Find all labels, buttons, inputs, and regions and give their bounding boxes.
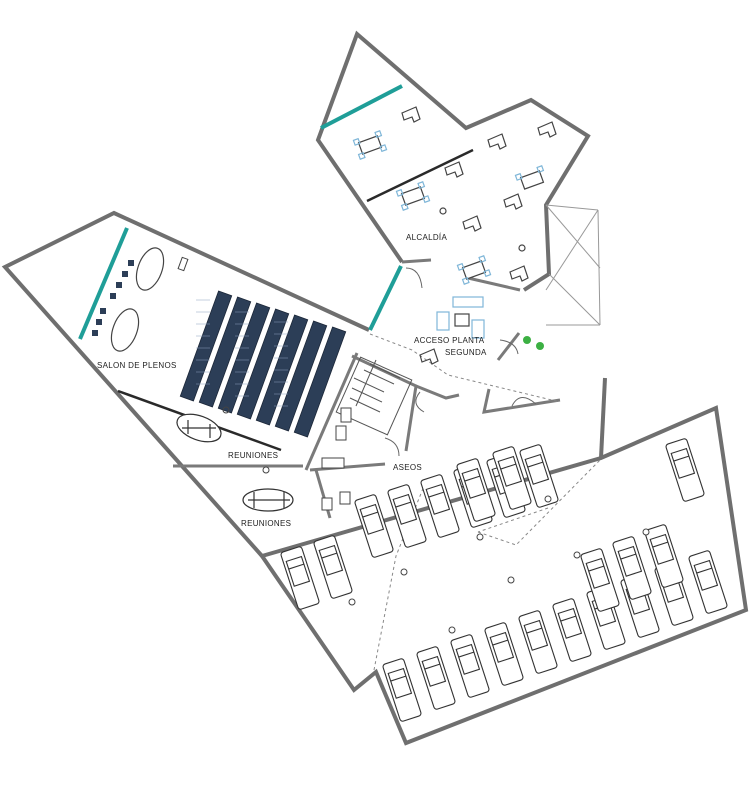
plenos-side-chairs <box>92 260 134 336</box>
plenos-tables <box>110 247 165 352</box>
core-wall-4 <box>482 388 561 414</box>
aseos-wall-2 <box>314 469 332 519</box>
parked-car <box>484 622 524 686</box>
parked-car <box>492 446 532 510</box>
aseos-wall <box>309 462 386 472</box>
parking-outer-wall <box>258 405 749 746</box>
parked-car <box>354 494 394 558</box>
exterior-walls <box>1 30 749 746</box>
parked-car <box>518 610 558 674</box>
seat-dividers <box>196 299 288 407</box>
aseos-fixtures <box>321 407 352 511</box>
alcaldia-partition <box>366 148 474 203</box>
label-aseos: ASEOS <box>393 463 422 472</box>
salon-seating-rows <box>179 290 347 438</box>
parked-car <box>665 438 705 502</box>
circulation-paths <box>369 333 601 671</box>
alcaldia-inner-wall-2 <box>467 276 521 292</box>
parked-car <box>416 646 456 710</box>
parking-cars <box>280 438 728 722</box>
door-stair <box>415 391 425 413</box>
glazing-acceso <box>368 265 403 331</box>
glazing-alcaldia <box>320 84 403 130</box>
parked-car <box>313 535 353 599</box>
label-acceso-segunda: SEGUNDA <box>445 348 487 357</box>
doors <box>384 267 537 457</box>
parking-pillars <box>348 495 650 634</box>
desk <box>503 193 523 210</box>
atrium-void <box>545 204 601 326</box>
core-wall-3 <box>415 384 460 400</box>
glazing-salon <box>78 227 129 340</box>
parked-car <box>450 634 490 698</box>
east-facade-wall <box>599 377 607 459</box>
alcaldia-inner-wall <box>401 258 432 264</box>
parked-car <box>644 524 684 588</box>
door-alcaldia <box>405 267 423 289</box>
alcaldia-outer-wall <box>315 30 591 292</box>
door-aseos <box>384 437 400 457</box>
label-salon-de-plenos: SALON DE PLENOS <box>97 361 177 370</box>
salon-outer-wall <box>1 210 370 558</box>
desk <box>537 121 557 138</box>
door-south <box>511 397 537 407</box>
parked-car <box>420 474 460 538</box>
alcaldia-furniture <box>352 106 557 285</box>
meeting-table <box>456 255 492 285</box>
meeting-table <box>352 130 388 160</box>
desk <box>462 215 482 232</box>
parked-car <box>280 546 320 610</box>
meeting-table <box>514 165 545 190</box>
parked-car <box>612 536 652 600</box>
parked-car <box>688 550 728 614</box>
glazing <box>78 84 403 340</box>
parked-car <box>387 484 427 548</box>
desk <box>487 133 507 150</box>
door-east <box>499 339 519 355</box>
reception-desk <box>419 348 439 365</box>
label-alcaldia: ALCALDÍA <box>406 233 447 242</box>
parked-car <box>552 598 592 662</box>
staircase <box>335 356 413 436</box>
core-wall-1 <box>304 352 359 471</box>
plants <box>523 336 544 350</box>
parked-car <box>580 548 620 612</box>
label-acceso-planta: ACCESO PLANTA <box>414 336 485 345</box>
label-reuniones-upper: REUNIONES <box>228 451 278 460</box>
desk <box>444 161 464 178</box>
parked-car <box>519 444 559 508</box>
desk <box>509 265 529 282</box>
meeting-table <box>395 181 431 211</box>
core-wall-5 <box>496 332 521 361</box>
acceso-lounge <box>436 296 485 339</box>
parked-car <box>382 658 422 722</box>
desk <box>401 106 421 123</box>
label-reuniones-lower: REUNIONES <box>241 519 291 528</box>
parked-car <box>456 458 496 522</box>
